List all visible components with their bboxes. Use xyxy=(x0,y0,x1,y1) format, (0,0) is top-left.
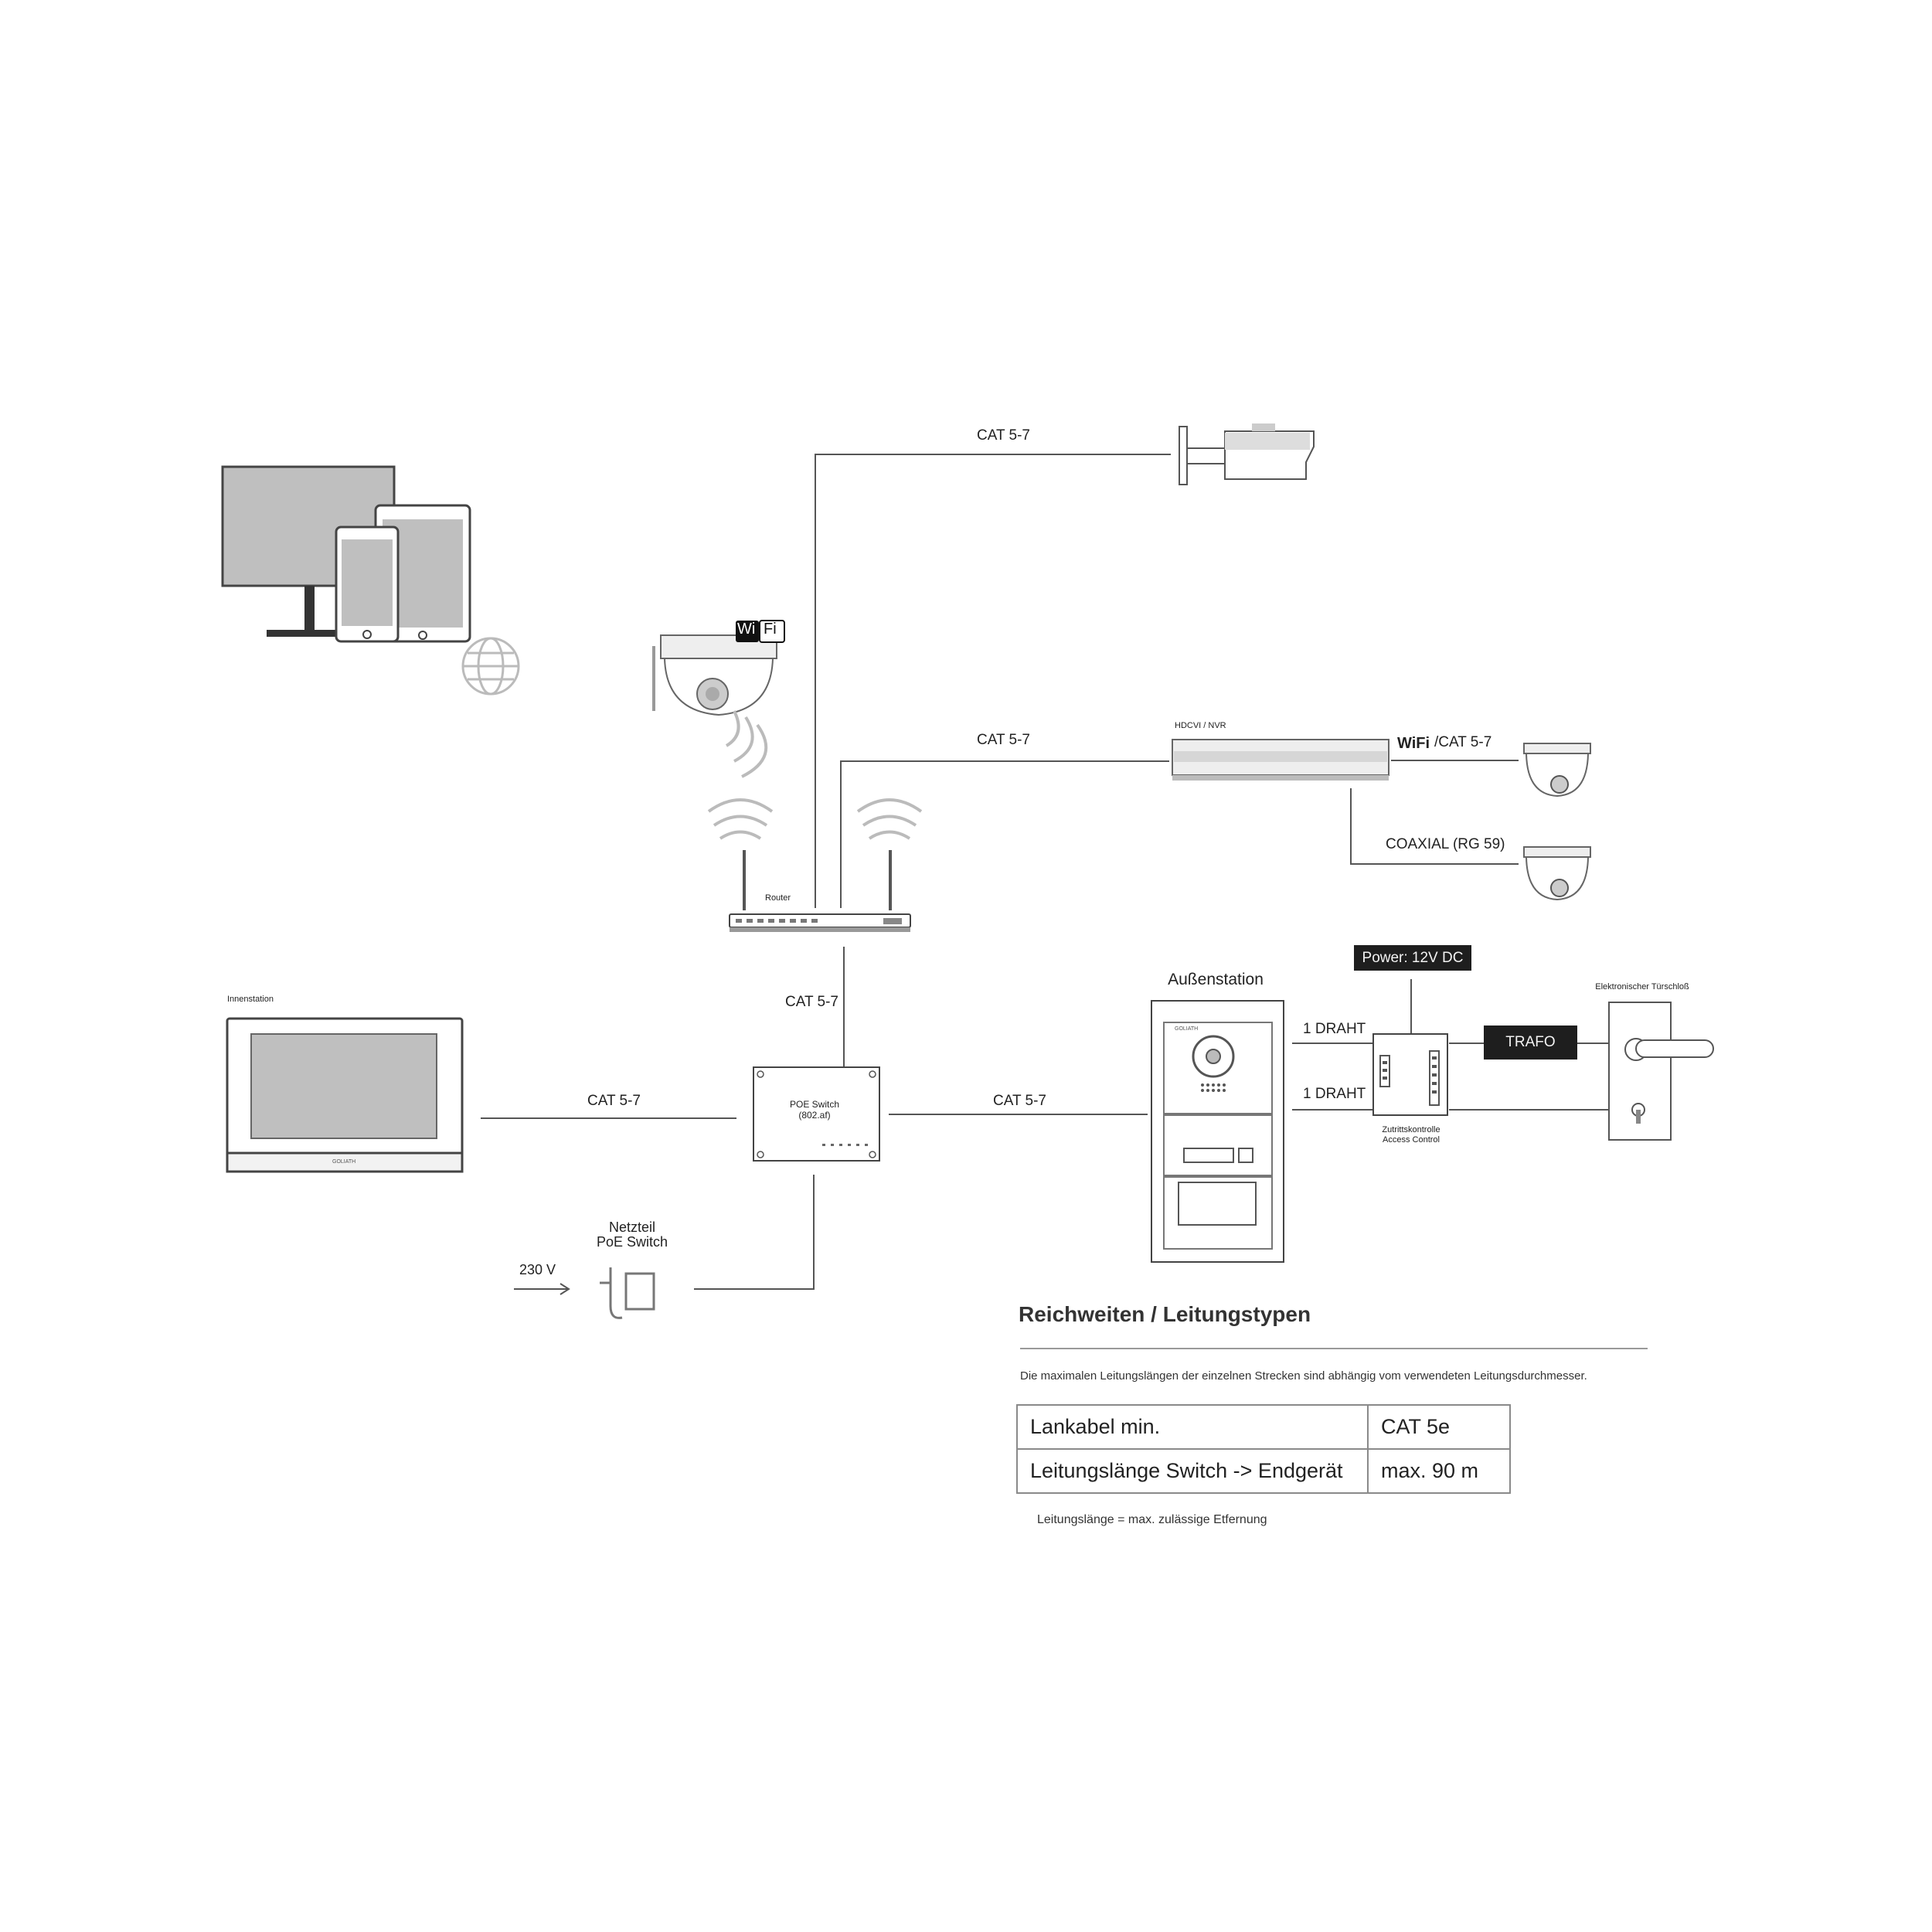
ranges-divider xyxy=(1020,1348,1648,1349)
door-station-icon xyxy=(1151,1000,1284,1263)
label-access-control-de: Zutrittskontrolle xyxy=(1382,1125,1440,1134)
ranges-footnote: Leitungslänge = max. zulässige Etfernung xyxy=(1037,1513,1267,1526)
label-access-control-en: Access Control xyxy=(1383,1135,1440,1145)
router-icon xyxy=(729,850,911,932)
label-netzteil-poe: PoE Switch xyxy=(596,1234,668,1250)
poe-switch-icon xyxy=(753,1066,880,1162)
wifi-badge-wi: Wi xyxy=(737,621,756,638)
indoor-monitor-icon xyxy=(226,1017,464,1173)
bullet-camera-icon xyxy=(1179,423,1315,485)
label-router: Router xyxy=(765,893,791,903)
power-adapter-icon xyxy=(600,1267,655,1319)
label-cat-indoor: CAT 5-7 xyxy=(587,1093,641,1109)
cable-nvr-dome-bottom xyxy=(1350,788,1519,865)
label-draht-top: 1 DRAHT xyxy=(1303,1021,1366,1037)
cable-router-nvr xyxy=(840,760,1169,908)
label-tuerschloss: Elektronischer Türschloß xyxy=(1595,982,1689,992)
smartphone-icon xyxy=(335,526,400,643)
wifi-badge-fi: Fi xyxy=(764,621,777,638)
ranges-table: Lankabel min. CAT 5e Leitungslänge Switc… xyxy=(1016,1404,1511,1494)
label-draht-bottom: 1 DRAHT xyxy=(1303,1086,1366,1102)
wifi-signal-waves-camera xyxy=(725,710,768,778)
access-control-icon xyxy=(1372,1033,1448,1116)
label-cat-outdoor: CAT 5-7 xyxy=(993,1093,1046,1109)
label-hdcvi-nvr: HDCVI / NVR xyxy=(1175,721,1226,730)
trafo-box: TRAFO xyxy=(1484,1026,1577,1060)
table-cell-key: Leitungslänge Switch -> Endgerät xyxy=(1016,1448,1369,1494)
dome-camera-icon xyxy=(1523,846,1591,901)
dome-camera-icon xyxy=(1523,743,1591,798)
wifi-dome-camera-icon xyxy=(652,620,785,716)
table-cell-value: CAT 5e xyxy=(1367,1404,1511,1450)
table-cell-value: max. 90 m xyxy=(1367,1448,1511,1494)
wifi-signal-waves-router xyxy=(707,798,923,840)
cable-switch-adapter xyxy=(694,1175,815,1290)
label-cat-nvr: CAT 5-7 xyxy=(977,732,1030,748)
label-wifi: WiFi xyxy=(1397,735,1430,752)
brand-mark-indoor: GOLIATH xyxy=(332,1159,356,1165)
label-aussenstation: Außenstation xyxy=(1168,971,1264,988)
cable-lines xyxy=(481,454,1609,1295)
cable-router-bullet-camera xyxy=(815,454,1171,908)
ranges-heading: Reichweiten / Leitungstypen xyxy=(1019,1302,1311,1326)
label-coaxial: COAXIAL (RG 59) xyxy=(1386,836,1505,852)
door-lock-icon xyxy=(1608,1002,1714,1141)
label-netzteil: Netzteil xyxy=(608,1219,656,1235)
table-cell-key: Lankabel min. xyxy=(1016,1404,1369,1450)
label-wifi-cat: /CAT 5-7 xyxy=(1434,734,1492,750)
table-row: Leitungslänge Switch -> Endgerät max. 90… xyxy=(1016,1448,1511,1494)
label-innenstation: Innenstation xyxy=(227,995,274,1004)
label-cat-router-switch: CAT 5-7 xyxy=(785,994,838,1010)
label-poe-switch: POE Switch xyxy=(789,1099,840,1110)
voltage-arrow-head xyxy=(560,1283,570,1295)
label-poe-switch-standard: (802.af) xyxy=(798,1110,831,1121)
power-12v-box: Power: 12V DC xyxy=(1354,945,1471,971)
ranges-description: Die maximalen Leitungslängen der einzeln… xyxy=(1020,1369,1587,1383)
table-row: Lankabel min. CAT 5e xyxy=(1016,1404,1511,1450)
label-voltage: 230 V xyxy=(519,1262,556,1277)
brand-mark-door-station: GOLIATH xyxy=(1175,1026,1199,1032)
globe-icon xyxy=(461,637,520,696)
label-cat-top: CAT 5-7 xyxy=(977,427,1030,444)
nvr-icon xyxy=(1172,739,1389,781)
